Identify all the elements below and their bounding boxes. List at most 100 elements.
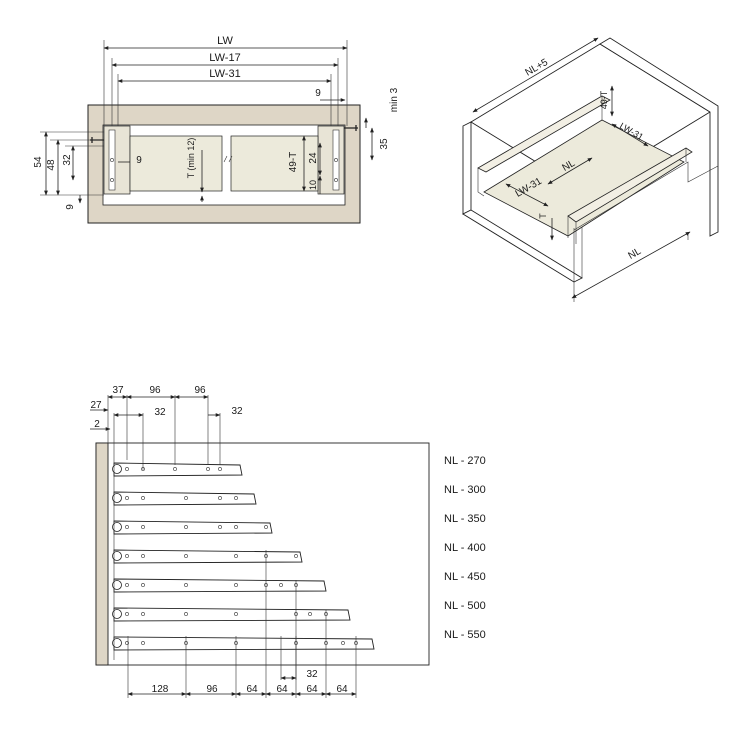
dim-37: 37 xyxy=(112,385,124,396)
right-rail-profile xyxy=(332,129,340,191)
dim-32-left: 32 xyxy=(62,154,73,166)
rail-length-label: NL - 270 xyxy=(444,455,486,467)
dim-35: 35 xyxy=(379,138,390,150)
rail-length-label: NL - 550 xyxy=(444,629,486,641)
cabinet-left-side xyxy=(462,121,472,215)
cabinet-right-panel xyxy=(599,37,719,237)
rail-hole xyxy=(141,554,145,558)
dim-min-3: min 3 xyxy=(389,87,400,112)
drawer-bottom-right xyxy=(230,135,319,192)
rail-hole xyxy=(234,612,238,616)
rail-hole xyxy=(234,583,238,587)
rail-hole xyxy=(206,467,210,471)
right-screw xyxy=(344,125,358,131)
rail-hole xyxy=(141,612,145,616)
roller xyxy=(112,580,122,590)
rail-hole xyxy=(141,641,145,645)
rail-hole xyxy=(234,525,238,529)
rail-length-label: NL - 450 xyxy=(444,571,486,583)
roller xyxy=(112,551,122,561)
rail-profile xyxy=(113,520,273,535)
dim-32-b: 32 xyxy=(231,406,243,417)
rail-hole xyxy=(218,496,222,500)
drawer-bottom-left xyxy=(129,135,223,192)
rail-lengths-view: 37 96 96 27 32 32 2 128 96 64 64 64 64 3… xyxy=(90,385,486,698)
rail-profile xyxy=(113,636,375,651)
dim-128: 128 xyxy=(152,684,169,695)
dim-32-bottom: 32 xyxy=(306,669,318,680)
dim-96-bottom: 96 xyxy=(206,684,218,695)
drawer-front-rail xyxy=(567,147,693,223)
hole xyxy=(334,158,338,162)
dim-9-bottom: 9 xyxy=(65,204,76,210)
rail-hole xyxy=(308,612,312,616)
drawer-left-rail xyxy=(477,95,611,173)
dim-64-b: 64 xyxy=(276,684,288,695)
dim-54: 54 xyxy=(33,156,44,168)
dim-64-a: 64 xyxy=(246,684,258,695)
rail-length-label: NL - 350 xyxy=(444,513,486,525)
dim-2: 2 xyxy=(94,419,100,430)
dim-9-left: 9 xyxy=(136,155,142,166)
rail-length-label: NL - 500 xyxy=(444,600,486,612)
rail-profile xyxy=(113,462,243,477)
roller xyxy=(112,464,122,474)
dim-64-d: 64 xyxy=(336,684,348,695)
left-drawer-side xyxy=(103,125,131,195)
rail-hole xyxy=(279,583,283,587)
dim-t-min-12: T (min 12) xyxy=(186,138,196,179)
rails xyxy=(112,462,375,651)
rail-hole xyxy=(125,583,129,587)
roller xyxy=(112,522,122,532)
dim-lw: LW xyxy=(217,35,233,47)
dim-96-b: 96 xyxy=(194,385,206,396)
rail-hole xyxy=(141,525,145,529)
dim-27: 27 xyxy=(90,400,102,411)
iso-t: T xyxy=(538,213,548,219)
dim-24: 24 xyxy=(308,152,319,164)
rail-hole xyxy=(341,641,345,645)
rail-hole xyxy=(125,496,129,500)
dim-9-top: 9 xyxy=(315,88,321,99)
dim-48: 48 xyxy=(46,159,57,171)
dim-32-a: 32 xyxy=(154,407,166,418)
roller xyxy=(112,638,122,648)
rail-hole xyxy=(184,554,188,558)
rail-hole xyxy=(184,496,188,500)
rail-hole xyxy=(294,554,298,558)
left-rail-profile xyxy=(108,129,116,191)
dim-lw-17: LW-17 xyxy=(209,52,240,64)
hole xyxy=(110,158,114,162)
dim-lw-31: LW-31 xyxy=(209,68,240,80)
roller xyxy=(112,609,122,619)
roller xyxy=(112,493,122,503)
rail-hole xyxy=(125,525,129,529)
rail-hole xyxy=(125,612,129,616)
rail-hole xyxy=(184,583,188,587)
rail-hole xyxy=(125,554,129,558)
rail-hole xyxy=(184,525,188,529)
rail-hole xyxy=(264,525,268,529)
dim-64-c: 64 xyxy=(306,684,318,695)
rail-hole xyxy=(141,496,145,500)
rail-profile xyxy=(113,607,351,622)
rail-hole xyxy=(184,612,188,616)
iso-nl-plus-5: NL+5 xyxy=(524,57,551,79)
rail-hole xyxy=(125,467,129,471)
rail-hole xyxy=(218,525,222,529)
rail-length-label: NL - 400 xyxy=(444,542,486,554)
rail-hole xyxy=(173,467,177,471)
right-drawer-side xyxy=(317,125,345,195)
isometric-view: NL+5 49-T LW-31 NL LW-31 T NL xyxy=(462,37,719,302)
rail-hole xyxy=(234,554,238,558)
hole xyxy=(110,178,114,182)
rail-hole xyxy=(218,467,222,471)
dim-96-a: 96 xyxy=(149,385,161,396)
iso-49-t: 49-T xyxy=(599,90,609,109)
cross-section-view: LW LW-17 LW-31 9 min 3 35 54 48 32 9 9 T… xyxy=(33,35,400,224)
rail-hole xyxy=(141,583,145,587)
hole xyxy=(334,178,338,182)
dim-49-t: 49-T xyxy=(288,152,299,173)
break-symbol xyxy=(223,155,233,163)
